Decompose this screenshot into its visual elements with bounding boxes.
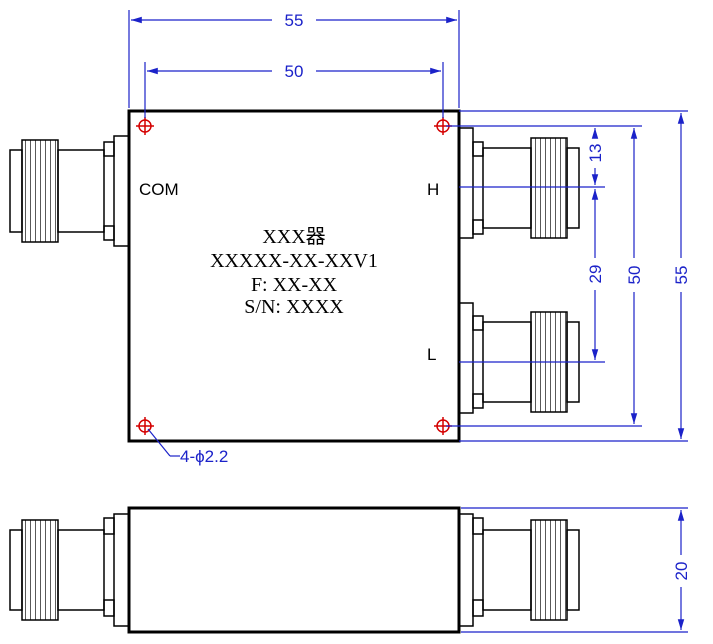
side-com-connector: [9, 513, 130, 627]
port-label-h: H: [427, 180, 439, 199]
mounting-hole-bl: [136, 417, 154, 435]
mounting-hole-tl: [136, 117, 154, 135]
dim-right-extension-lines: [446, 110, 688, 442]
dim-height-55: 55: [672, 266, 691, 285]
com-connector: [9, 135, 130, 247]
nameplate-serial: S/N: XXXX: [244, 296, 344, 318]
dim-h-offset-13: 13: [586, 144, 605, 163]
dim-hole-spacing-50-vertical: 50: [625, 266, 644, 285]
side-h-connector: [458, 513, 580, 627]
nameplate-freq: F: XX-XX: [251, 274, 338, 296]
dim-width-55: 55: [285, 11, 304, 30]
dim-side-height-20: 20: [672, 562, 691, 581]
l-connector: [458, 302, 580, 414]
top-view-body: [127, 109, 461, 443]
dim-l-spacing-29: 29: [586, 265, 605, 284]
port-label-l: L: [427, 345, 436, 364]
h-connector: [458, 127, 580, 239]
dim-top-extension-lines: [128, 10, 460, 118]
hole-callout-leader: [147, 428, 180, 457]
dim-hole-spacing-50: 50: [285, 62, 304, 81]
side-view-body: [127, 506, 461, 634]
nameplate-title: XXX器: [262, 226, 325, 248]
port-label-com: COM: [139, 180, 179, 199]
nameplate-model: XXXXX-XX-XXV1: [210, 250, 378, 272]
hole-callout-text: 4-ϕ2.2: [180, 447, 228, 466]
dim-side-extension-lines: [461, 507, 688, 633]
